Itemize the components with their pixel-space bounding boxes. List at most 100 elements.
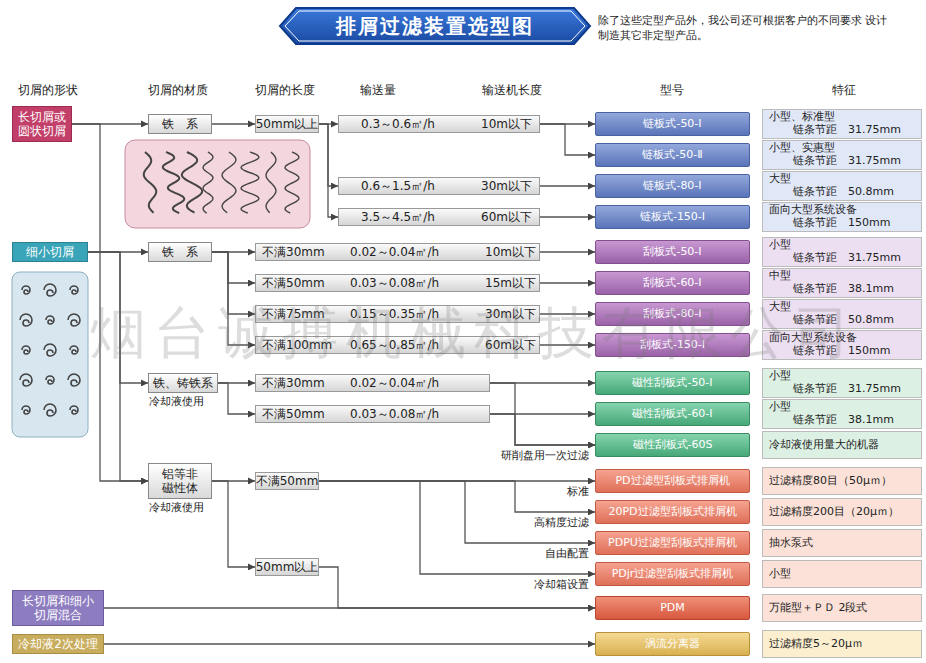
connector [212,252,255,345]
node-text: 面向大型系统设备 [769,332,857,345]
edge-label: 自由配置 [543,546,591,561]
node-text: 磁性刮板式-60S [633,438,713,451]
node-text: 细小切屑 [26,245,74,259]
node-text: 3.5～4.5㎥/h [361,210,481,224]
chip-coil [163,152,184,213]
column-header: 切屑的材质 [148,82,208,99]
column-header: 切屑的长度 [255,82,315,99]
chip-curl [46,376,54,384]
shape-box: 细小切屑 [12,242,88,262]
condition-bar: 0.6～1.5㎥/h30m以下 [338,177,540,195]
connector [72,124,148,481]
chip-curl [46,316,54,324]
chip-coil [144,152,156,213]
node-subtext: 链条节距 150mm [769,217,890,230]
feature-box: 小型 [762,560,922,588]
chip-curl [44,344,56,356]
feature-box: 面向大型系统设备链条节距 150mm [762,202,922,231]
node-text: 0.6～1.5㎥/h [361,179,481,193]
model-box: 链板式-50-Ⅰ [595,112,750,136]
column-header: 输送量 [360,82,396,99]
node-text: 不满100mm [262,338,350,352]
node-subtext: 链条节距 50.8mm [769,314,894,327]
condition-bar: 0.3～0.6㎥/h10m以下 [338,115,540,133]
node-subtext: 冷却液使用 [149,395,204,408]
connector [490,414,595,445]
node-text: 不满75mm [262,307,350,321]
connector [218,383,255,414]
edge-label: 标准 [565,484,591,499]
node-text: 小型 [769,568,791,581]
connector [104,643,595,644]
chip-curl [44,404,56,416]
connector [540,124,595,155]
node-subtext: 10m以下 [485,245,536,259]
node-text: 过滤精度5～20μｍ [769,638,863,651]
chip-coil [241,152,259,213]
connector [540,313,595,314]
shape-box: 长切屑和细小 切屑混合 [12,590,104,627]
node-text: 不满50mm [262,276,350,290]
connector [319,481,595,543]
node-text: 涡流分离器 [645,637,700,650]
chip-coil [182,152,202,213]
node-subtext: 冷却液使用 [149,501,204,514]
chip-curl [20,374,32,386]
node-text: PDM [660,601,685,614]
connector [212,252,255,283]
chip-coil [285,152,299,213]
connector [104,607,595,608]
feature-box: 小型链条节距 38.1mm [762,399,922,428]
node-text: 小型 [769,370,791,383]
title: 排屑过滤装置选型图 [296,8,574,44]
model-box: 磁性刮板式-60-Ⅰ [595,402,750,426]
condition-bar: 不满75mm0.15～0.35㎥/h30m以下 [255,305,540,323]
feature-box: 过滤精度200目（20μｍ） [762,498,922,526]
condition-bar: 不满50mm0.03～0.08㎥/h [255,405,490,423]
feature-box: 小型链条节距 31.75mm [762,237,922,266]
model-box: 涡流分离器 [595,632,750,656]
node-subtext: 链条节距 31.75mm [769,124,901,137]
node-text: 面向大型系统设备 [769,204,857,217]
node-text: 不满30mm [262,245,350,259]
node-text: 铝等非 磁性体 [161,467,199,496]
chip-curl [22,286,30,294]
node-text: 大型 [769,301,791,314]
node-text: 磁性刮板式-50-Ⅰ [632,376,712,389]
length-box: 50mm以上 [255,558,319,576]
node-subtext: 0.02～0.04㎥/h [350,376,439,390]
connector [540,282,595,283]
node-text: 过滤精度200目（20μｍ） [769,506,899,519]
model-box: 链板式-150-Ⅰ [595,205,750,229]
node-subtext: 0.65～0.85㎥/h [350,338,485,352]
chip-curl [70,346,78,354]
model-box: 20PD过滤型刮板式排屑机 [595,500,750,524]
feature-box: 小型、实惠型链条节距 31.75mm [762,140,922,169]
node-text: 链板式-80-Ⅰ [643,179,701,192]
column-header: 特征 [832,82,856,99]
chip-coil [266,152,276,213]
node-text: 不满50mm [262,407,350,421]
chip-coil [222,152,236,213]
node-text: 链板式-50-Ⅱ [642,148,702,161]
shape-box: 长切屑或 圆状切屑 [12,106,72,143]
chip-curl [70,286,78,294]
node-subtext: 链条节距 38.1mm [769,414,894,427]
node-text: 20PD过滤型刮板式排屑机 [608,505,736,518]
connector [212,123,255,124]
edge-label: 高精度过滤 [532,515,591,530]
edge-label: 冷却箱设置 [532,577,591,592]
model-box: 链板式-80-Ⅰ [595,174,750,198]
node-text: 0.3～0.6㎥/h [361,117,481,131]
chip-curl [68,374,80,386]
column-header: 切屑的形状 [18,82,78,99]
node-subtext: 0.02～0.04㎥/h [350,245,485,259]
chip-curl [68,314,80,326]
connector [540,185,595,186]
connector [540,251,595,252]
node-text: 50mm以上 [256,560,319,574]
feature-box: 小型、标准型链条节距 31.75mm [762,109,922,138]
connector [319,567,595,608]
fine-chip-panel [12,272,88,437]
node-text: 铁、铸铁系 [153,376,213,390]
